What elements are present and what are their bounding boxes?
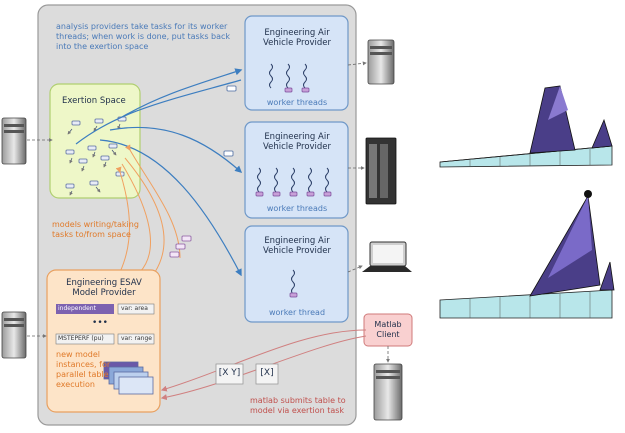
provider-title-line: Vehicle Provider: [262, 246, 332, 256]
model-row-1-left-label: independent: [58, 305, 96, 312]
worker-threads-2: [257, 167, 329, 193]
matlab-title-line: Client: [376, 330, 400, 339]
provider-title-line: Engineering Air: [264, 28, 330, 38]
server-icon: [1, 311, 27, 359]
model-space-arrow-tasks: [169, 235, 192, 258]
model-instance-stack: [103, 361, 154, 395]
top-annotation: analysis providers take tasks for its wo…: [56, 22, 246, 52]
model-row-1-right-label: var: area: [121, 305, 148, 312]
exertion-space-title: Exertion Space: [62, 96, 126, 106]
model-row-2-right: [117, 333, 155, 345]
top-annotation-line: analysis providers take tasks for its wo…: [56, 22, 228, 31]
model-row-2-left: [55, 333, 115, 345]
provider-3-caption: worker thread: [268, 308, 326, 317]
model-row-1-left: [56, 304, 114, 314]
provider-2-box: [244, 121, 349, 219]
instances-annotation-line: new model: [56, 350, 100, 359]
worker-thread-tasks-2: [255, 191, 332, 197]
provider-title-line: Engineering Air: [264, 236, 330, 246]
model-provider-title-line: Model Provider: [72, 288, 136, 298]
worker-threads-3: [291, 269, 295, 295]
xy-symbol: [X Y]: [218, 368, 241, 378]
provider-3-box: [244, 225, 349, 323]
matlab-annotation-line: matlab submits table to: [250, 396, 346, 405]
top-annotation-line: into the exertion space: [56, 42, 149, 51]
worker-threads-1: [269, 63, 307, 89]
mainframe-icon: [365, 137, 397, 205]
model-row-2-left-label: MSTEPERF (pu): [58, 335, 104, 342]
model-space-arrows: [115, 144, 181, 273]
models-annotation-line: models writing/taking: [52, 220, 139, 229]
model-row-1-right: [117, 303, 155, 315]
server-icon: [373, 363, 403, 421]
aircraft-wing-icon: [439, 85, 613, 168]
model-ellipsis: •••: [92, 318, 108, 328]
instances-annotation-line: parallel table: [56, 370, 109, 379]
provider-2-title: Engineering Air Vehicle Provider: [247, 132, 347, 152]
xy-symbol-box: [215, 363, 244, 385]
matlab-title-line: Matlab: [374, 320, 402, 329]
top-annotation-line: threads; when work is done, put tasks ba…: [56, 32, 231, 41]
model-provider-title-line: Engineering ESAV: [66, 278, 142, 288]
provider-title-line: Vehicle Provider: [262, 38, 332, 48]
provider-1-box: [244, 15, 349, 111]
models-annotation: models writing/taking tasks to/from spac…: [52, 220, 162, 240]
server-icon: [367, 39, 395, 85]
worker-thread-task-3: [289, 292, 298, 298]
worker-thread-tasks-1: [284, 87, 310, 93]
models-annotation-line: tasks to/from space: [52, 230, 131, 239]
x-symbol: [X]: [260, 368, 274, 378]
model-provider-title: Engineering ESAV Model Provider: [49, 278, 159, 298]
matlab-annotation-line: model via exertion task: [250, 406, 345, 415]
provider-1-title: Engineering Air Vehicle Provider: [247, 28, 347, 48]
hardware-connectors: [22, 61, 390, 363]
matlab-client-title: Matlab Client: [364, 320, 412, 340]
instances-annotation: new model instances, for parallel table …: [56, 350, 116, 390]
x-symbol-box: [255, 363, 279, 385]
exertion-space-inner-arrows: [67, 123, 121, 196]
dispatch-arrows: [75, 68, 243, 277]
matlab-annotation: matlab submits table to model via exerti…: [250, 396, 370, 416]
aircraft-wing-icon: [439, 190, 615, 319]
provider-title-line: Engineering Air: [264, 132, 330, 142]
provider-1-caption: worker threads: [266, 98, 328, 107]
server-icon: [1, 117, 27, 165]
provider-3-title: Engineering Air Vehicle Provider: [247, 236, 347, 256]
provider-title-line: Vehicle Provider: [262, 142, 332, 152]
laptop-icon: [362, 241, 412, 272]
provider-2-caption: worker threads: [266, 204, 328, 213]
dispatch-arrow-tasks: [223, 85, 237, 157]
instances-annotation-line: instances, for: [56, 360, 111, 369]
model-row-2-right-label: var: range: [121, 335, 152, 342]
instances-annotation-line: execution: [56, 380, 95, 389]
